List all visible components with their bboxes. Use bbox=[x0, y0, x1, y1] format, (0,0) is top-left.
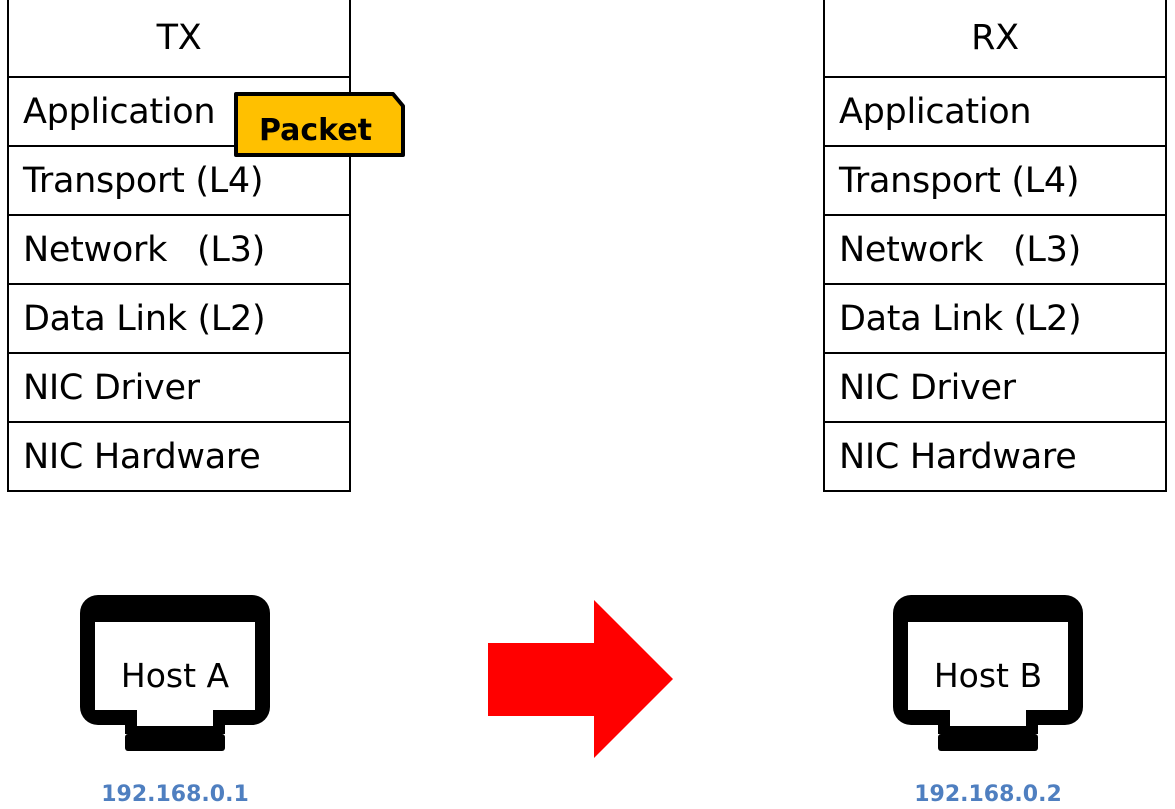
packet-tag: Packet bbox=[233, 89, 406, 158]
tx-stack: TX Application Transport (L4) Network (L3… bbox=[7, 0, 351, 492]
tx-layer-nic-hardware: NIC Hardware bbox=[9, 421, 349, 490]
rx-layer-label: Application bbox=[839, 91, 1032, 132]
tx-layer-label: Transport (L4) bbox=[23, 160, 264, 201]
rx-layer-label: NIC Hardware bbox=[839, 436, 1077, 477]
host-a-label: Host A bbox=[120, 655, 230, 695]
tx-stack-title: TX bbox=[156, 18, 202, 58]
rx-layer-transport: Transport (L4) bbox=[825, 145, 1165, 214]
monitor-icon bbox=[80, 595, 270, 751]
tx-layer-application: Application bbox=[9, 76, 349, 145]
rx-layer-nic-driver: NIC Driver bbox=[825, 352, 1165, 421]
rx-layer-number: (L3) bbox=[1013, 229, 1081, 270]
tx-layer-label: Network bbox=[23, 229, 168, 270]
rx-layer-label: Network bbox=[839, 229, 984, 270]
host-b: Host B bbox=[888, 590, 1088, 755]
tx-layer-label: Application bbox=[23, 91, 216, 132]
right-arrow-icon bbox=[488, 600, 673, 758]
rx-stack-title: RX bbox=[971, 18, 1019, 58]
packet-label: Packet bbox=[258, 113, 373, 148]
host-a-ip: 192.168.0.1 bbox=[101, 782, 249, 807]
tx-layer-data-link: Data Link (L2) bbox=[9, 283, 349, 352]
rx-layer-nic-hardware: NIC Hardware bbox=[825, 421, 1165, 490]
monitor-icon bbox=[893, 595, 1083, 751]
host-b-label: Host B bbox=[933, 655, 1043, 695]
packet-shape bbox=[234, 92, 405, 157]
tx-layer-label: NIC Driver bbox=[23, 367, 200, 408]
rx-layer-application: Application bbox=[825, 76, 1165, 145]
rx-stack: RX Application Transport (L4) Network (L3… bbox=[823, 0, 1167, 492]
host-b-ip: 192.168.0.2 bbox=[914, 782, 1062, 807]
tx-layer-label: Data Link (L2) bbox=[23, 298, 266, 339]
rx-layer-network: Network (L3) bbox=[825, 214, 1165, 283]
tx-layer-network: Network (L3) bbox=[9, 214, 349, 283]
host-a: Host A bbox=[75, 590, 275, 755]
tx-layer-nic-driver: NIC Driver bbox=[9, 352, 349, 421]
rx-layer-label: Data Link (L2) bbox=[839, 298, 1082, 339]
rx-layer-label: Transport (L4) bbox=[839, 160, 1080, 201]
rx-layer-data-link: Data Link (L2) bbox=[825, 283, 1165, 352]
tx-layer-transport: Transport (L4) bbox=[9, 145, 349, 214]
tx-layer-number: (L3) bbox=[197, 229, 265, 270]
rx-layer-label: NIC Driver bbox=[839, 367, 1016, 408]
tx-layer-label: NIC Hardware bbox=[23, 436, 261, 477]
